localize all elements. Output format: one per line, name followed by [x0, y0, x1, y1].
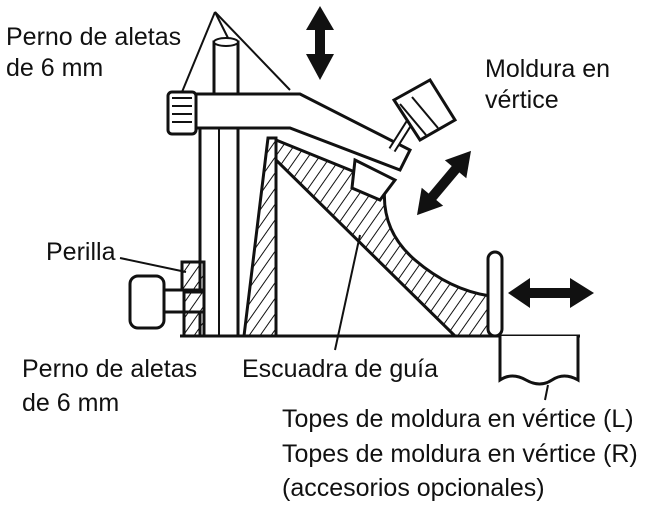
wing-bolt-top-label-line2: de 6 mm: [6, 54, 104, 82]
leader-lines: [119, 11, 549, 401]
knob-icon: [180, 260, 206, 294]
horizontal-double-arrow-icon: [508, 278, 594, 308]
guide-square: [242, 136, 278, 338]
guide-square-label: Escuadra de guía: [242, 355, 438, 383]
wing-bolt-bottom-icon: [128, 274, 206, 338]
stops-label-line1: Topes de moldura en vértice (L): [282, 405, 634, 433]
wing-bolt-bottom-label-line1: Perno de aletas: [22, 355, 198, 383]
stops-label-line3: (accesorios opcionales): [282, 474, 545, 502]
right-stop: [486, 250, 504, 338]
diagonal-double-arrow-icon: [417, 150, 471, 216]
wing-bolt-top-label-line1: Perno de aletas: [6, 23, 182, 51]
knob-label: Perilla: [46, 238, 116, 266]
clamp-pad: [350, 157, 398, 202]
stops-label-line2: Topes de moldura en vértice (R): [282, 440, 638, 468]
vertical-double-arrow-icon: [306, 6, 334, 80]
wing-bolt-bottom-label-line2: de 6 mm: [22, 389, 120, 417]
molding-knob-icon: [388, 77, 458, 153]
wing-bolt-top-icon: [166, 90, 198, 136]
vertical-post: [198, 92, 240, 338]
crown-molding-stop-block: [498, 336, 580, 386]
crown-molding-label-line1: Moldura en: [485, 55, 611, 83]
crown-molding-label-line2: vértice: [485, 86, 559, 114]
top-rod: [212, 37, 240, 100]
